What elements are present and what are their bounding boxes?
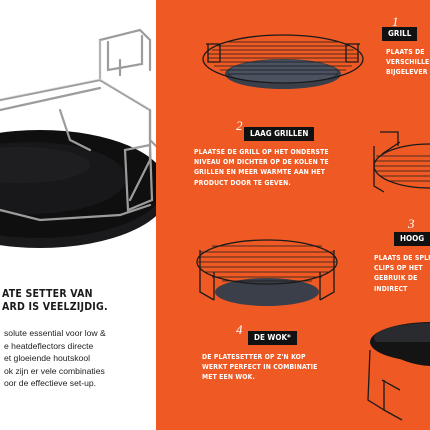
- grill-grate-illustration: [202, 34, 364, 89]
- section-desc-2: PLAATSE DE GRILL OP HET ONDERSTE NIVEAU …: [194, 147, 329, 188]
- body-line: e heatdeflectors directe: [4, 340, 94, 351]
- platesetter-wok-illustration: [0, 28, 156, 248]
- body-line: solute essential voor low &: [4, 328, 106, 338]
- step-number-1: 1: [392, 14, 399, 29]
- desc-line: DE PLATESETTER OP Z'N KOP: [202, 353, 306, 361]
- body-line: ok zijn er vele combinaties: [4, 365, 105, 376]
- desc-line: PRODUCT DOOR TE GEVEN.: [194, 178, 291, 187]
- desc-line: WERKT PERFECT IN COMBINATIE: [202, 363, 318, 372]
- section-title-de-wok: DE WOK*: [248, 331, 297, 345]
- desc-line: CLIPS OP HET: [374, 264, 423, 273]
- headline-line: ATE SETTER VAN: [2, 288, 93, 300]
- desc-line: GRILLEN EN MEER WARMTE AAN HET: [194, 168, 326, 177]
- step-number-2: 2: [236, 118, 243, 133]
- section-title-hoog: HOOG: [394, 232, 430, 246]
- desc-line: NIVEAU OM DICHTER OP DE KOLEN TE: [194, 158, 329, 167]
- desc-line: MET EEN WOK.: [202, 373, 255, 382]
- low-grill-illustration: [196, 239, 338, 306]
- body-line: oor de effectieve set-up.: [4, 378, 97, 389]
- desc-line: PLAATSE DE GRILL OP HET ONDERSTE: [194, 148, 329, 156]
- step-number-3: 3: [408, 216, 415, 231]
- headline: ATE SETTER VAN ARD IS VEELZIJDIG.: [2, 288, 156, 314]
- section-desc-1: PLAATS DE VERSCHILLEND BIJGELEVER: [386, 47, 430, 78]
- left-panel: ATE SETTER VAN ARD IS VEELZIJDIG. solute…: [0, 0, 156, 430]
- body-line: et gloeiende houtskool: [4, 353, 91, 364]
- section-desc-4: DE PLATESETTER OP Z'N KOP WERKT PERFECT …: [202, 352, 317, 383]
- wok-illustration: [367, 322, 430, 421]
- right-panel: 1 2 3 4 GRILL LAAG GRILLEN HOOG DE WOK* …: [156, 0, 430, 430]
- section-title-grill: GRILL: [382, 27, 418, 41]
- desc-line: PLAATS DE SPLIT: [374, 254, 430, 262]
- desc-line: GEBRUIK DE: [374, 274, 418, 283]
- split-grill-illustration: [373, 131, 430, 193]
- desc-line: BIJGELEVER: [386, 68, 428, 77]
- step-number-4: 4: [236, 322, 243, 337]
- body-text: solute essential voor low & e heatdeflec…: [4, 327, 156, 390]
- headline-line: ARD IS VEELZIJDIG.: [2, 301, 108, 313]
- desc-line: PLAATS DE: [386, 48, 425, 56]
- desc-line: VERSCHILLEND: [386, 58, 430, 67]
- section-desc-3: PLAATS DE SPLIT CLIPS OP HET GEBRUIK DE …: [374, 253, 430, 294]
- desc-line: INDIRECT: [374, 284, 408, 293]
- section-title-laag-grillen: LAAG GRILLEN: [244, 127, 315, 141]
